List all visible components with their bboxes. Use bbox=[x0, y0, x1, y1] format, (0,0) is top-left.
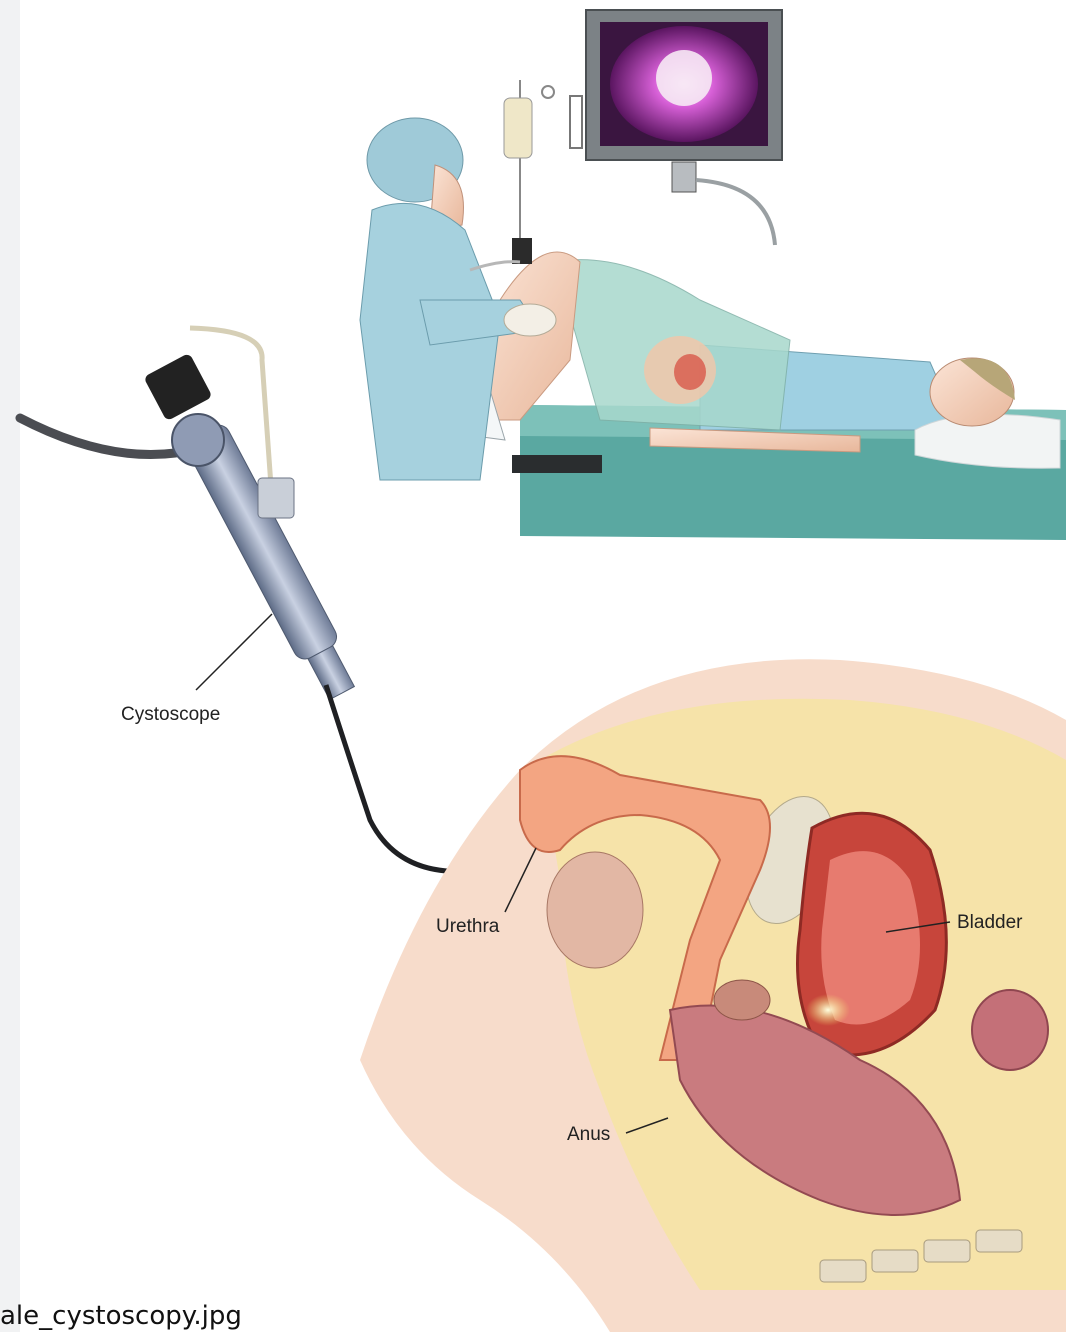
cystoscope-label: Cystoscope bbox=[121, 704, 220, 726]
file-caption: ale_cystoscopy.jpg bbox=[0, 1300, 242, 1332]
left-border bbox=[0, 0, 20, 1332]
bladder-label: Bladder bbox=[957, 912, 1023, 934]
urethra-label: Urethra bbox=[436, 916, 499, 938]
monitor-icon bbox=[586, 10, 782, 245]
iv-bag-icon bbox=[504, 80, 582, 240]
anus-label: Anus bbox=[567, 1124, 610, 1146]
pelvic-anatomy bbox=[196, 614, 1066, 1332]
